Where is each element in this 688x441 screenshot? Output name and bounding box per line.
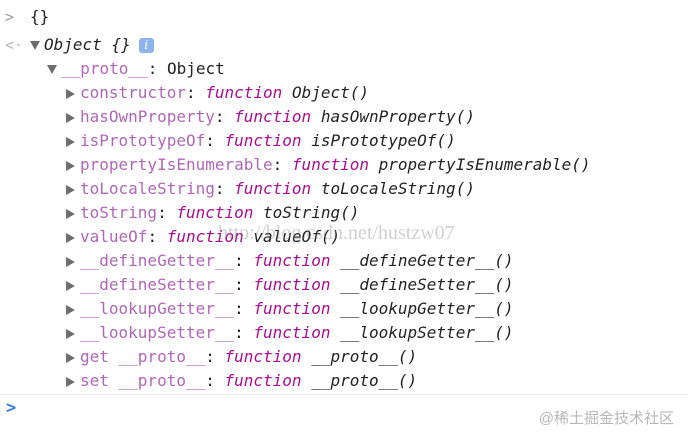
function-keyword: function xyxy=(224,347,302,366)
function-signature: isPrototypeOf() xyxy=(311,131,456,150)
function-signature: __lookupGetter__() xyxy=(340,299,514,318)
console-separator xyxy=(0,394,688,395)
colon: : xyxy=(205,347,225,366)
function-signature: Object() xyxy=(291,83,369,102)
expand-triangle-icon[interactable] xyxy=(66,352,75,363)
function-signature: __defineSetter__() xyxy=(340,275,514,294)
property-name: valueOf xyxy=(80,227,148,246)
expand-triangle-icon[interactable] xyxy=(66,256,75,267)
function-keyword: function xyxy=(166,227,244,246)
function-signature: __proto__() xyxy=(311,371,418,390)
property-name: propertyIsEnumerable xyxy=(80,155,273,174)
property-name: set __proto__ xyxy=(80,371,206,390)
function-signature: valueOf() xyxy=(253,227,341,246)
expand-triangle-icon[interactable] xyxy=(66,88,75,99)
property-name: __lookupGetter__ xyxy=(80,299,235,318)
function-signature: __lookupSetter__() xyxy=(340,323,514,342)
info-icon[interactable]: i xyxy=(138,38,154,53)
colon: : xyxy=(234,299,254,318)
expand-triangle-icon[interactable] xyxy=(66,280,75,291)
colon: : xyxy=(234,323,254,342)
property-name: toLocaleString xyxy=(80,179,215,198)
result-arrow-icon: <· xyxy=(5,36,24,54)
function-keyword: function xyxy=(176,203,254,222)
function-signature: propertyIsEnumerable() xyxy=(378,155,591,174)
colon: : xyxy=(214,107,235,126)
function-signature: toLocaleString() xyxy=(320,179,475,198)
input-text: {} xyxy=(30,7,50,26)
expand-triangle-icon[interactable] xyxy=(66,136,75,147)
function-keyword: function xyxy=(234,179,312,198)
object-label: Object {} xyxy=(44,35,131,54)
function-signature: toString() xyxy=(263,203,360,222)
colon: : xyxy=(157,203,177,222)
expand-triangle-icon[interactable] xyxy=(66,112,75,123)
property-name: hasOwnProperty xyxy=(80,107,215,126)
function-keyword: function xyxy=(253,299,331,318)
console-prompt-icon[interactable]: > xyxy=(6,398,17,418)
property-name: __defineSetter__ xyxy=(80,275,235,294)
function-keyword: function xyxy=(291,155,369,174)
expand-triangle-icon[interactable] xyxy=(30,41,40,50)
property-name: toString xyxy=(80,203,158,222)
input-chevron-icon: > xyxy=(5,8,15,26)
property-name: get __proto__ xyxy=(80,347,206,366)
property-name: constructor xyxy=(80,83,186,102)
property-name: __defineGetter__ xyxy=(80,251,235,270)
colon: : xyxy=(272,155,292,174)
function-keyword: function xyxy=(224,131,302,150)
property-value: Object xyxy=(166,59,225,78)
expand-triangle-icon[interactable] xyxy=(66,208,75,219)
colon: : xyxy=(214,179,235,198)
function-signature: hasOwnProperty() xyxy=(320,107,475,126)
credit-text: @稀土掘金技术社区 xyxy=(538,410,674,427)
function-keyword: function xyxy=(253,323,331,342)
function-keyword: function xyxy=(224,371,302,390)
colon: : xyxy=(147,227,167,246)
expand-triangle-icon[interactable] xyxy=(66,328,75,339)
colon: : xyxy=(205,131,225,150)
property-name: isPrototypeOf xyxy=(80,131,206,150)
function-keyword: function xyxy=(234,107,312,126)
function-keyword: function xyxy=(253,275,331,294)
expand-triangle-icon[interactable] xyxy=(47,65,57,74)
expand-triangle-icon[interactable] xyxy=(66,184,75,195)
expand-triangle-icon[interactable] xyxy=(66,232,75,243)
expand-triangle-icon[interactable] xyxy=(66,304,75,315)
expand-triangle-icon[interactable] xyxy=(66,376,75,387)
property-name: __proto__ xyxy=(61,59,148,78)
expand-triangle-icon[interactable] xyxy=(66,160,75,171)
colon: : xyxy=(205,371,225,390)
colon: : xyxy=(234,275,254,294)
property-name: __lookupSetter__ xyxy=(80,323,235,342)
colon: : xyxy=(185,83,206,102)
function-keyword: function xyxy=(205,83,283,102)
function-signature: __defineGetter__() xyxy=(340,251,514,270)
function-keyword: function xyxy=(253,251,331,270)
function-signature: __proto__() xyxy=(311,347,418,366)
watermark-text: http://blog.csdn.net/hustzw07 xyxy=(218,222,455,244)
colon: : xyxy=(234,251,254,270)
